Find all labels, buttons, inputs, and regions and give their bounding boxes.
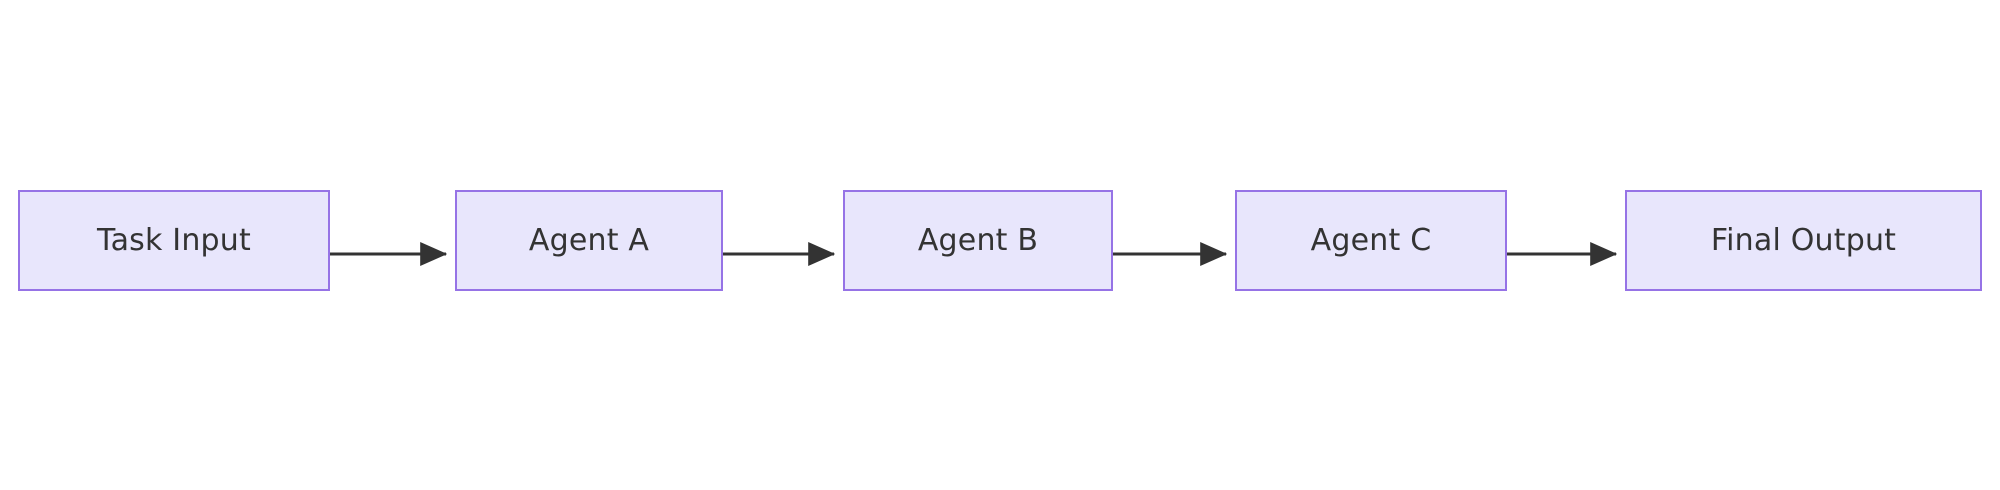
node-final-output[interactable]: Final Output <box>1625 190 1982 291</box>
edge-agent-a-to-agent-b <box>723 231 845 279</box>
arrow-icon <box>330 242 448 266</box>
edge-task-input-to-agent-a <box>330 231 457 279</box>
arrow-icon <box>1113 242 1228 266</box>
edge-agent-b-to-agent-c <box>1113 231 1237 279</box>
node-agent-b[interactable]: Agent B <box>843 190 1113 291</box>
node-task-input[interactable]: Task Input <box>18 190 330 291</box>
node-label: Final Output <box>1710 222 1897 258</box>
node-label: Task Input <box>97 222 251 258</box>
node-label: Agent A <box>528 222 650 258</box>
node-agent-c[interactable]: Agent C <box>1235 190 1507 291</box>
edge-agent-c-to-final-output <box>1507 231 1627 279</box>
node-label: Agent B <box>917 222 1039 258</box>
arrow-icon <box>723 242 836 266</box>
arrow-icon <box>1507 242 1618 266</box>
node-agent-a[interactable]: Agent A <box>455 190 723 291</box>
node-label: Agent C <box>1310 222 1432 258</box>
